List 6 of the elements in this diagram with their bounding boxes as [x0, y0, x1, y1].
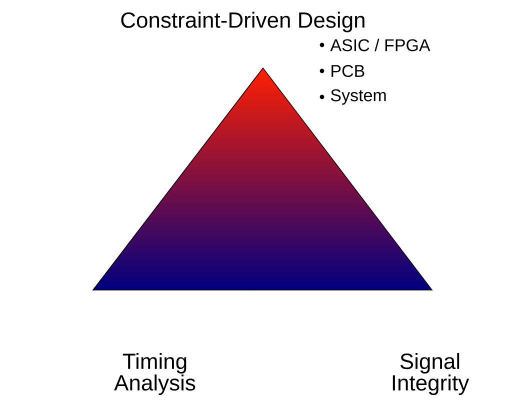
list-item: ASIC / FPGA — [330, 38, 430, 52]
label-text: Constraint-Driven Design — [121, 12, 364, 32]
label-text: Timing Analysis — [114, 352, 196, 395]
list-item: System — [330, 89, 386, 105]
list-item: PCB — [332, 64, 364, 78]
label-text: Signal Integrity — [392, 352, 470, 395]
